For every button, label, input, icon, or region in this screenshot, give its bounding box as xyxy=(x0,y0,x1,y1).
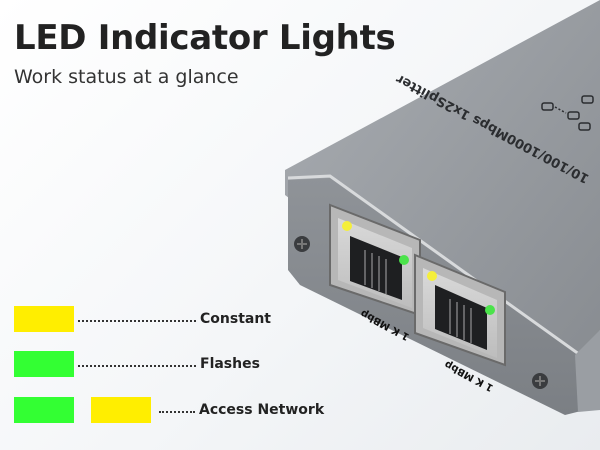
legend-row-access-network: Access Network xyxy=(14,397,324,423)
ethernet-port-1: 1 K MBbp xyxy=(329,203,421,342)
led-green-port-2 xyxy=(485,305,495,315)
yellow-swatch xyxy=(91,397,151,423)
legend-label-flashes: Flashes xyxy=(200,356,260,372)
led-yellow-port-2 xyxy=(427,271,437,281)
screw-icon-left xyxy=(294,236,310,252)
legend-label-constant: Constant xyxy=(200,311,271,327)
page-title: LED Indicator Lights xyxy=(14,18,396,58)
screw-icon-right xyxy=(532,373,548,389)
led-green-port-1 xyxy=(399,255,409,265)
legend-row-flashes: Flashes xyxy=(14,351,260,377)
legend-label-access-network: Access Network xyxy=(199,402,325,418)
green-swatch xyxy=(14,397,74,423)
device-top-surface xyxy=(285,0,600,410)
legend-row-constant: Constant xyxy=(14,306,271,332)
page-subtitle: Work status at a glance xyxy=(14,66,239,88)
led-yellow-port-1 xyxy=(342,221,352,231)
green-swatch xyxy=(14,351,74,377)
yellow-swatch xyxy=(14,306,74,332)
